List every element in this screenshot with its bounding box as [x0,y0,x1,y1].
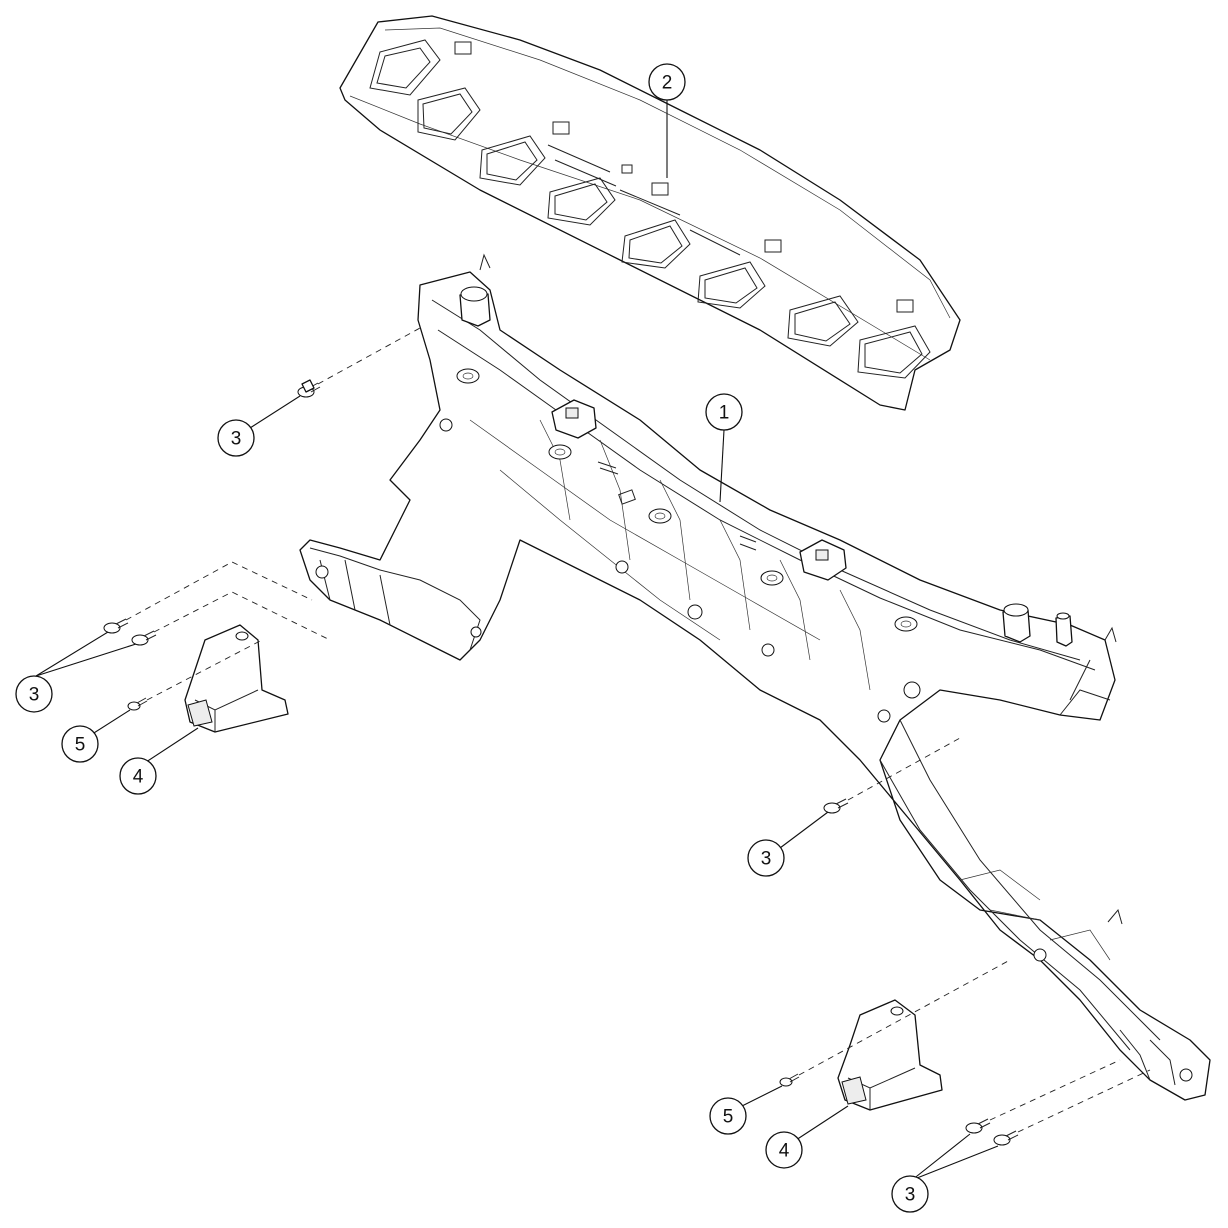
cover-pockets [369,39,931,379]
callout-3-left: 3 [15,675,53,713]
svg-text:3: 3 [905,1185,916,1206]
part-4-bracket-left [184,624,289,733]
bolt-3-right-a [965,1118,991,1134]
callout-4-right: 4 [765,1131,803,1169]
callout-5-left: 5 [61,725,99,763]
svg-text:1: 1 [719,403,730,424]
svg-text:4: 4 [779,1141,790,1162]
bolt-3-right-b [993,1130,1019,1146]
bolt-5-left [127,697,148,711]
svg-text:3: 3 [761,849,772,870]
callout-5-right: 5 [709,1097,747,1135]
callout-1: 1 [705,393,743,431]
part-2-cover-plate [339,15,961,411]
callout-4-left: 4 [119,757,157,795]
svg-text:5: 5 [723,1107,734,1128]
bolt-3-left-a [103,618,129,634]
assembly-lines [125,327,1151,1133]
bolt-5-right [779,1073,800,1087]
svg-text:3: 3 [231,429,242,450]
part-1-main-carrier [299,253,1211,1101]
callout-3-lower-right: 3 [891,1175,929,1213]
bolt-3-left-b [131,630,157,646]
svg-text:5: 5 [75,735,86,756]
bolt-3-upper-left [297,379,321,398]
callout-3-upper-left: 3 [217,419,255,457]
leader-lines [35,100,999,1181]
svg-text:4: 4 [133,767,144,788]
svg-text:2: 2 [662,73,673,94]
part-4-bracket-right [837,999,943,1111]
callout-2: 2 [648,63,686,101]
svg-text:3: 3 [29,685,40,706]
bolt-3-middle-right [823,798,849,814]
callout-3-middle-right: 3 [747,839,785,877]
